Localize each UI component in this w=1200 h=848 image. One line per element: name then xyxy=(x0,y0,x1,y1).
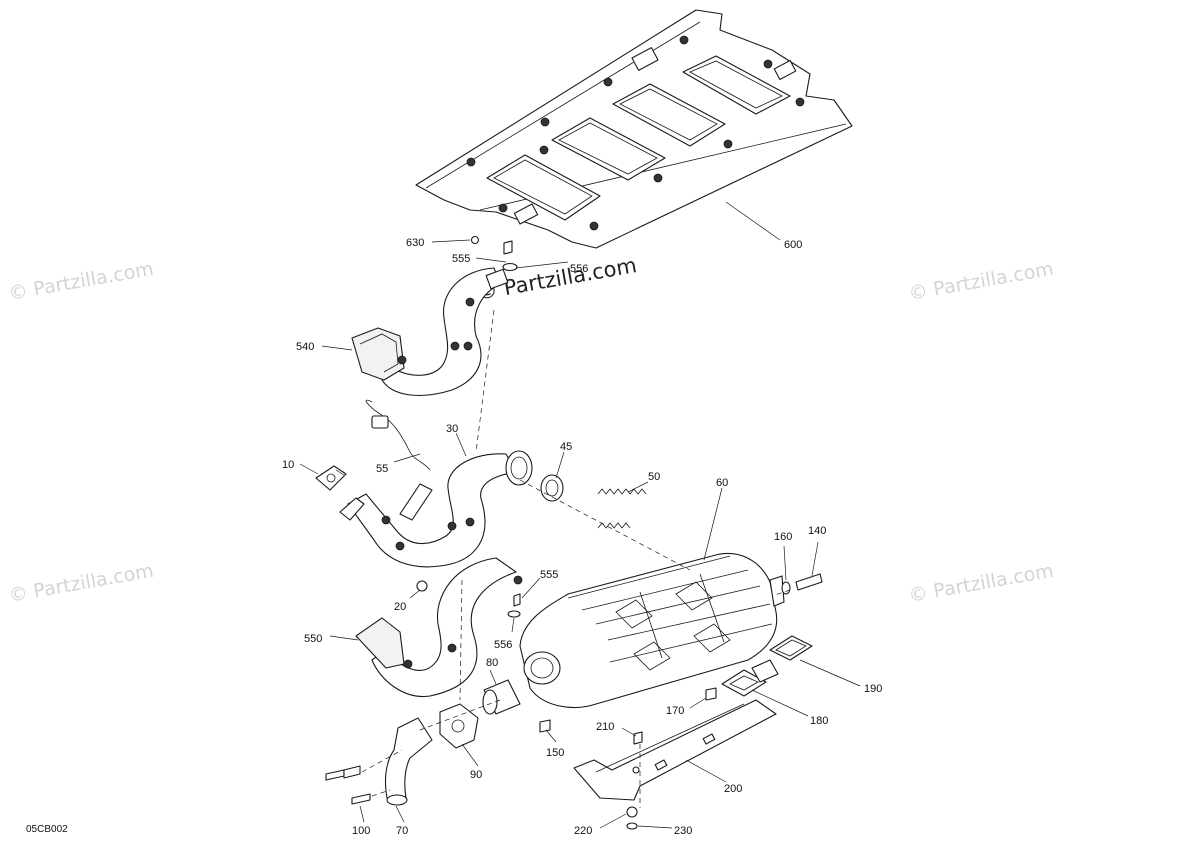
bolt-150 xyxy=(539,719,551,733)
assembly-lines xyxy=(361,309,791,808)
muffler-bracket xyxy=(573,699,777,801)
callout-80: 80 xyxy=(486,657,498,669)
bolt-555-upper xyxy=(503,240,513,255)
oxygen-sensor xyxy=(365,399,433,521)
upper-heat-shield xyxy=(351,267,509,396)
bolts-100 xyxy=(325,765,371,805)
callout-90: 90 xyxy=(470,769,482,781)
bolt-555-lower xyxy=(513,593,521,607)
sleeve-80 xyxy=(482,679,521,715)
tailpipe-70 xyxy=(384,717,433,806)
lower-heat-shield xyxy=(355,557,523,698)
washer-230 xyxy=(626,822,638,830)
washer-160 xyxy=(781,581,791,595)
callout-556-upper: 556 xyxy=(570,263,588,275)
callout-600: 600 xyxy=(784,239,802,251)
nut-220 xyxy=(626,806,638,818)
exhaust-pipe-30 xyxy=(339,450,533,568)
callout-70: 70 xyxy=(396,825,408,837)
callout-630: 630 xyxy=(406,237,424,249)
watermark-right-upper: © Partzilla.com xyxy=(907,258,1055,305)
callout-210: 210 xyxy=(596,721,614,733)
callout-30: 30 xyxy=(446,423,458,435)
bolt-170 xyxy=(705,687,717,701)
washer-556-upper xyxy=(502,262,518,272)
fastener-630 xyxy=(470,235,480,245)
callout-labels: 10 20 30 45 50 55 60 70 80 90 100 140 15… xyxy=(282,237,882,837)
flange-gasket-90 xyxy=(439,703,479,749)
washer-556-lower xyxy=(507,610,521,618)
callout-160: 160 xyxy=(774,531,792,543)
callout-220: 220 xyxy=(574,825,592,837)
callout-170: 170 xyxy=(666,705,684,717)
watermark-left-upper: © Partzilla.com xyxy=(7,258,155,305)
callout-550: 550 xyxy=(304,633,322,645)
callout-140: 140 xyxy=(808,525,826,537)
grommet-180 xyxy=(721,659,779,697)
callout-10: 10 xyxy=(282,459,294,471)
diagram-reference-code: 05CB002 xyxy=(26,824,68,835)
callout-555-upper: 555 xyxy=(452,253,470,265)
callout-55: 55 xyxy=(376,463,388,475)
callout-45: 45 xyxy=(560,441,572,453)
watermark-left-lower: © Partzilla.com xyxy=(7,560,155,607)
bolt-210 xyxy=(633,731,643,745)
callout-200: 200 xyxy=(724,783,742,795)
skid-plate xyxy=(415,9,853,249)
callout-100: 100 xyxy=(352,825,370,837)
callout-555-lower: 555 xyxy=(540,569,558,581)
callout-150: 150 xyxy=(546,747,564,759)
callout-50: 50 xyxy=(648,471,660,483)
callout-190: 190 xyxy=(864,683,882,695)
callout-60: 60 xyxy=(716,477,728,489)
springs-50 xyxy=(597,488,647,529)
callout-540: 540 xyxy=(296,341,314,353)
callout-180: 180 xyxy=(810,715,828,727)
muffler xyxy=(519,552,785,708)
callout-230: 230 xyxy=(674,825,692,837)
watermark-right-lower: © Partzilla.com xyxy=(907,560,1055,607)
grommet-190 xyxy=(769,635,813,661)
callout-20: 20 xyxy=(394,601,406,613)
bolt-140 xyxy=(795,573,823,591)
nut-20 xyxy=(416,580,428,592)
leader-lines xyxy=(299,201,861,829)
exhaust-gasket-10 xyxy=(315,465,347,491)
gasket-ring-45 xyxy=(540,474,564,502)
callout-556-lower: 556 xyxy=(494,639,512,651)
